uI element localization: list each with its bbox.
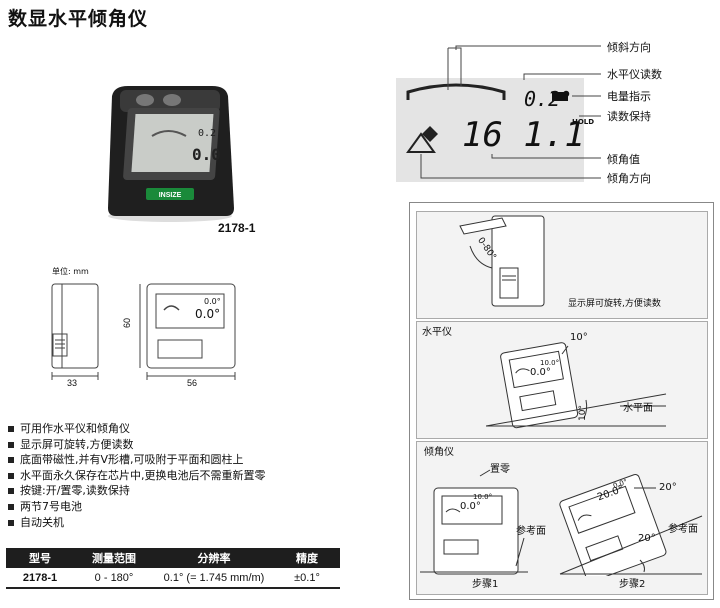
leader-lines <box>420 45 601 179</box>
label-angle-direction: 倾角方向 <box>607 172 651 185</box>
header-range: 测量范围 <box>74 548 154 568</box>
dim-length: 56 <box>187 378 198 388</box>
cell-resolution: 0.1° (= 1.745 mm/m) <box>154 568 274 589</box>
label-angle-value: 倾角值 <box>607 153 640 166</box>
header-model: 型号 <box>6 548 74 568</box>
step1-big-reading: 0.0° <box>460 501 481 512</box>
level-small-reading: 10.0° <box>540 359 560 367</box>
feature-list: 可用作水平仪和倾角仪 显示屏可旋转,方便读数 底面带磁性,并有V形槽,可吸附于平… <box>6 421 266 530</box>
model-caption: 2178-1 <box>218 221 256 235</box>
level-side-angle: 10° <box>577 405 588 421</box>
feature-item: 可用作水平仪和倾角仪 <box>6 421 266 437</box>
level-section-title: 水平仪 <box>422 327 452 338</box>
svg-text:0.2: 0.2 <box>198 128 216 139</box>
svg-text:INSIZE: INSIZE <box>159 192 182 199</box>
label-hold: 读数保持 <box>607 110 651 123</box>
product-photo: INSIZE 0.2 0.0 <box>108 86 234 222</box>
dim-width: 33 <box>67 378 78 388</box>
ref-label-2: 参考面 <box>668 524 698 535</box>
lcd-diagram: 0.2° HOLD 16 1.1 <box>396 47 594 182</box>
cell-range: 0 - 180° <box>74 568 154 589</box>
header-accuracy: 精度 <box>274 548 340 568</box>
rotate-caption: 显示屏可旋转,方便读数 <box>568 299 661 309</box>
svg-text:0.0: 0.0 <box>192 145 221 164</box>
header-resolution: 分辨率 <box>154 548 274 568</box>
ref-label-1: 参考面 <box>516 526 546 537</box>
feature-item: 两节7号电池 <box>6 499 266 515</box>
feature-item: 水平面永久保存在芯片中,更换电池后不需重新置零 <box>6 468 266 484</box>
feature-item: 按键:开/置零,读数保持 <box>6 483 266 499</box>
cell-accuracy: ±0.1° <box>274 568 340 589</box>
feature-item: 显示屏可旋转,方便读数 <box>6 437 266 453</box>
svg-text:HOLD: HOLD <box>572 118 594 126</box>
drawing-screen-small: 0.0° <box>204 297 221 306</box>
inclinometer-section-title: 倾角仪 <box>424 447 454 458</box>
step1-small-reading: 10.0° <box>473 493 493 501</box>
label-tilt-direction: 倾斜方向 <box>607 41 651 54</box>
unit-label: 单位: mm <box>52 267 89 276</box>
feature-item: 底面带磁性,并有V形槽,可吸附于平面和圆柱上 <box>6 452 266 468</box>
rotate-diagram <box>459 215 545 307</box>
step1-label: 步骤1 <box>472 579 499 590</box>
page-title: 数显水平倾角仪 <box>8 8 149 30</box>
level-diagram <box>486 342 667 429</box>
zero-label: 置零 <box>490 464 510 475</box>
label-battery: 电量指示 <box>607 90 651 103</box>
inclinometer-diagram <box>420 469 703 576</box>
dim-height: 60 <box>122 317 133 329</box>
usage-panel <box>409 202 714 600</box>
level-angle: 10° <box>570 332 588 343</box>
brand-logo <box>146 188 194 200</box>
table-row: 2178-1 0 - 180° 0.1° (= 1.745 mm/m) ±0.1… <box>6 568 340 589</box>
label-level-reading: 水平仪读数 <box>607 68 662 81</box>
step2-label: 步骤2 <box>619 579 646 590</box>
dimension-drawing <box>51 283 236 380</box>
level-big-reading: 0.0° <box>530 367 551 378</box>
cell-model: 2178-1 <box>6 568 74 589</box>
drawing-screen-big: 0.0° <box>195 307 221 321</box>
feature-item: 自动关机 <box>6 515 266 531</box>
spec-table: 型号 测量范围 分辨率 精度 2178-1 0 - 180° 0.1° (= 1… <box>6 548 340 589</box>
level-surface-label: 水平面 <box>623 403 653 414</box>
step2-angle-top: 20° <box>659 482 677 493</box>
svg-text:16 1.1: 16 1.1 <box>462 115 585 155</box>
step2-angle-bottom: 20° <box>638 533 656 544</box>
